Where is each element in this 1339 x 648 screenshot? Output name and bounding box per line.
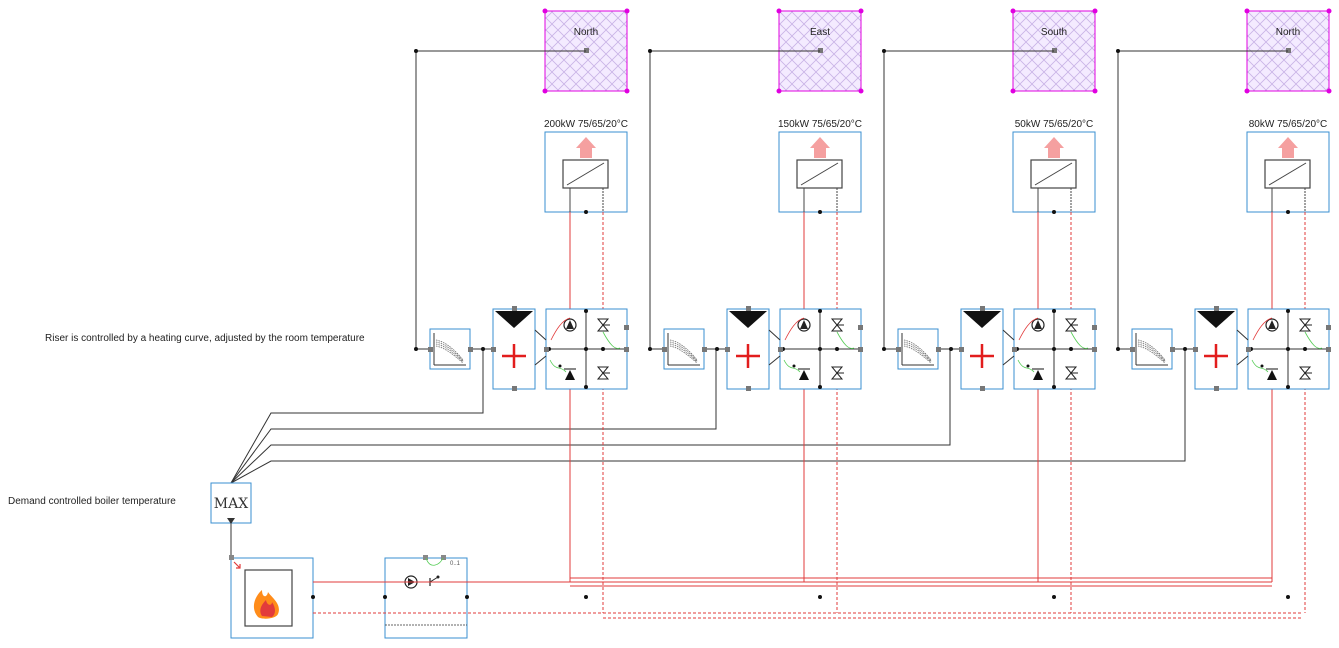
max-label: MAX [214, 496, 248, 512]
room-name: South [1041, 27, 1067, 38]
demand-signal-bus [230, 349, 1186, 556]
zone-riser-4: North 80kW 75/65/20°C [1116, 8, 1332, 613]
riser-check-valve-icon [1033, 370, 1043, 380]
heater-label: 150kW 75/65/20°C [778, 119, 862, 130]
radiator-block[interactable] [544, 131, 628, 214]
riser-check-valve-icon [799, 370, 809, 380]
adder-triangle-icon [1197, 311, 1235, 328]
mixing-pump-block[interactable] [1130, 308, 1331, 390]
adder-triangle-icon [495, 311, 533, 328]
heating-curve-block[interactable] [1131, 328, 1173, 370]
mixing-pump-block[interactable] [428, 308, 629, 390]
heater-label: 80kW 75/65/20°C [1249, 119, 1328, 130]
heat-arrow-icon [1278, 137, 1298, 158]
riser-check-valve-icon [1267, 370, 1277, 380]
room-name: North [1276, 27, 1300, 38]
riser-check-valve-icon [565, 370, 575, 380]
radiator-block[interactable] [1012, 131, 1096, 214]
zone-riser-3: South 50kW 75/65/20°C [882, 8, 1098, 613]
heating-curve-block[interactable] [663, 328, 705, 370]
riser-note: Riser is controlled by a heating curve, … [45, 333, 365, 344]
heater-label: 200kW 75/65/20°C [544, 119, 628, 130]
heat-arrow-icon [810, 137, 830, 158]
adder-triangle-icon [963, 311, 1001, 328]
room-name: East [810, 27, 830, 38]
boiler-note: Demand controlled boiler temperature [8, 496, 176, 507]
mixing-pump-block[interactable] [662, 308, 863, 390]
radiator-block[interactable] [1246, 131, 1330, 214]
adder-block[interactable] [726, 306, 770, 391]
flame-icon [253, 590, 279, 619]
valve-value-label: 0..1 [450, 561, 461, 567]
adder-block[interactable] [492, 306, 536, 391]
max-block[interactable]: MAX [210, 482, 252, 524]
heater-label: 50kW 75/65/20°C [1015, 119, 1094, 130]
heat-arrow-icon [1044, 137, 1064, 158]
adder-block[interactable] [960, 306, 1004, 391]
boiler-block[interactable] [229, 555, 314, 639]
heat-arrow-icon [576, 137, 596, 158]
main-pump-valve-block[interactable]: 0..1 [384, 555, 468, 639]
adder-triangle-icon [729, 311, 767, 328]
heating-curve-block[interactable] [429, 328, 471, 370]
mixing-pump-block[interactable] [896, 308, 1097, 390]
zone-riser-2: East 150kW 75/65/20°C [648, 8, 864, 613]
heating-curve-block[interactable] [897, 328, 939, 370]
room-name: North [574, 27, 598, 38]
supply-header [313, 577, 1272, 587]
junction-dots [311, 595, 1290, 599]
return-header [313, 612, 1303, 619]
zone-riser-1: North 200kW 75/65/20°C [414, 8, 630, 613]
adder-block[interactable] [1194, 306, 1238, 391]
zones: North 200kW 75/65/20°C East 150kW 75/65/20°… [414, 8, 1332, 613]
radiator-block[interactable] [778, 131, 862, 214]
